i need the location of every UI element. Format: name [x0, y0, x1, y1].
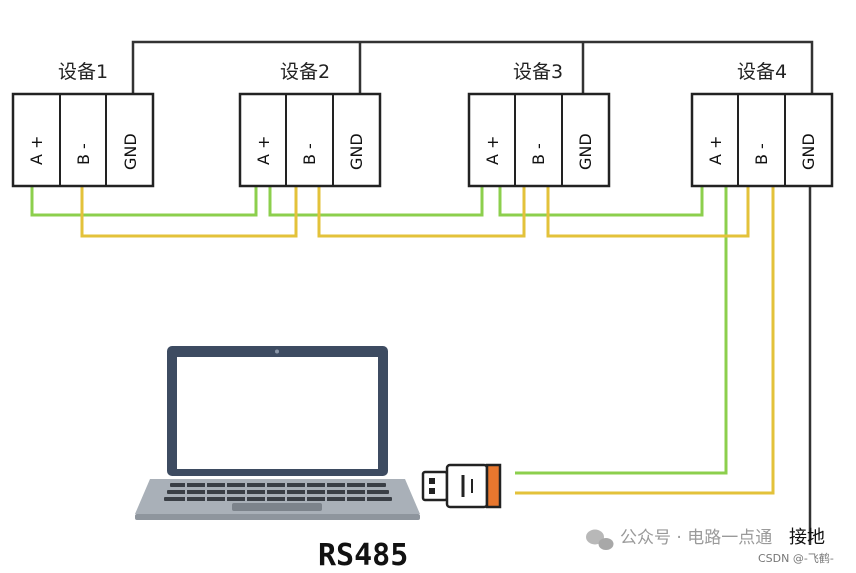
device-3: 设备3 A + B - GND	[467, 61, 611, 188]
device-1-terminal-block	[11, 92, 155, 188]
device-3-terminal-block	[467, 92, 611, 188]
device-1-pin-a: A +	[27, 136, 46, 165]
gnd-bus-wire	[131, 40, 814, 545]
device-2-label: 设备2	[280, 61, 330, 83]
a-plus-wire	[30, 186, 728, 475]
rs485-caption: RS485	[318, 538, 408, 573]
device-4-terminal-block	[690, 92, 834, 188]
usb-adapter-icon	[421, 463, 502, 509]
device-1-pin-b: B -	[74, 143, 93, 165]
device-4: 设备4 A + B - GND	[690, 61, 834, 188]
device-2: 设备2 A + B - GND	[238, 61, 382, 188]
device-2-pin-b: B -	[300, 143, 319, 165]
ground-label: 接地	[789, 527, 825, 548]
device-1-pin-gnd: GND	[121, 133, 140, 170]
device-3-label: 设备3	[513, 61, 563, 83]
device-1-label: 设备1	[58, 61, 108, 83]
device-4-pin-b: B -	[752, 143, 771, 165]
device-1: 设备1 A + B - GND	[11, 61, 155, 188]
device-2-pin-a: A +	[254, 136, 273, 165]
device-3-pin-gnd: GND	[576, 133, 595, 170]
device-4-pin-a: A +	[706, 136, 725, 165]
b-minus-wire	[80, 186, 775, 495]
wechat-icon	[586, 529, 614, 550]
laptop-icon	[135, 346, 420, 520]
device-3-pin-a: A +	[483, 136, 502, 165]
device-2-pin-gnd: GND	[347, 133, 366, 170]
watermark-text: 公众号 · 电路一点通	[620, 528, 772, 548]
device-4-label: 设备4	[737, 61, 787, 83]
device-3-pin-b: B -	[529, 143, 548, 165]
device-4-pin-gnd: GND	[799, 133, 818, 170]
device-2-terminal-block	[238, 92, 382, 188]
watermark-csdn: CSDN @-飞鹤-	[758, 551, 834, 565]
